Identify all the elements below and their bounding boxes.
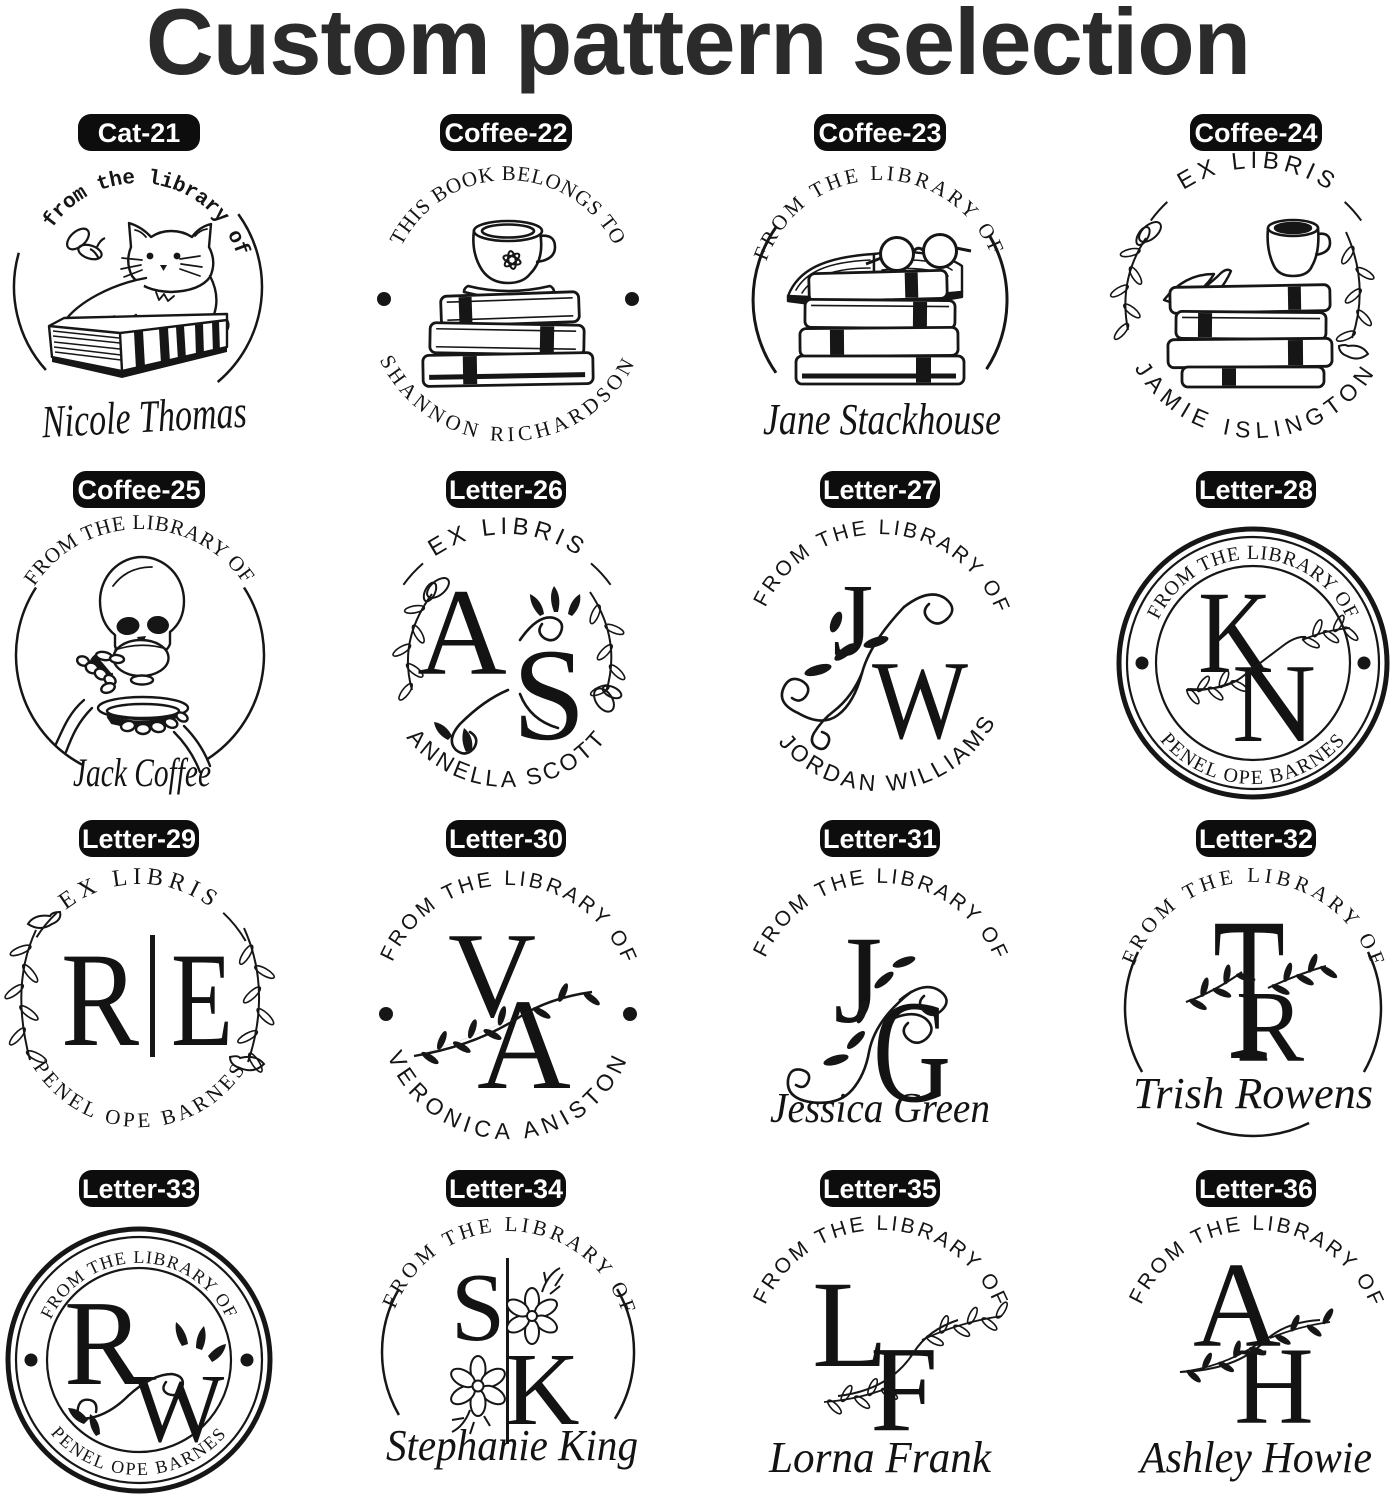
- svg-text:H: H: [1234, 1325, 1313, 1447]
- svg-text:Letter-28: Letter-28: [1199, 475, 1313, 505]
- svg-text:J: J: [834, 912, 883, 1050]
- svg-text:Letter-30: Letter-30: [449, 824, 563, 854]
- svg-text:Coffee-24: Coffee-24: [1194, 118, 1317, 148]
- svg-text:S: S: [451, 1254, 506, 1362]
- svg-text:R: R: [64, 1276, 145, 1411]
- svg-text:E: E: [171, 926, 233, 1075]
- svg-text:W: W: [872, 639, 968, 763]
- svg-text:Coffee-25: Coffee-25: [77, 475, 200, 505]
- svg-text:Jessica Green: Jessica Green: [770, 1086, 990, 1132]
- svg-text:Letter-26: Letter-26: [449, 475, 563, 505]
- svg-text:Letter-34: Letter-34: [449, 1174, 563, 1204]
- svg-text:Custom pattern selection: Custom pattern selection: [146, 0, 1250, 94]
- svg-text:W: W: [132, 1355, 225, 1463]
- svg-text:T: T: [1213, 876, 1285, 1103]
- svg-text:Letter-27: Letter-27: [823, 475, 937, 505]
- svg-text:Letter-36: Letter-36: [1199, 1174, 1313, 1204]
- svg-text:Letter-31: Letter-31: [823, 824, 937, 854]
- svg-text:Jack Coffee: Jack Coffee: [73, 750, 211, 795]
- svg-text:Coffee-23: Coffee-23: [818, 118, 941, 148]
- svg-text:Stephanie King: Stephanie King: [386, 1421, 638, 1470]
- svg-text:Ashley Howie: Ashley Howie: [1137, 1433, 1372, 1482]
- svg-text:Lorna Frank: Lorna Frank: [768, 1433, 992, 1482]
- svg-text:K: K: [1198, 567, 1272, 698]
- svg-text:Cat-21: Cat-21: [98, 118, 181, 148]
- svg-text:A: A: [477, 973, 571, 1117]
- svg-text:R: R: [1236, 971, 1304, 1084]
- svg-text:V: V: [448, 908, 536, 1043]
- svg-text:Trish Rowens: Trish Rowens: [1133, 1069, 1373, 1118]
- svg-text:K: K: [504, 1332, 579, 1447]
- svg-text:Letter-32: Letter-32: [1199, 824, 1313, 854]
- svg-text:A: A: [417, 564, 507, 701]
- svg-text:S: S: [512, 621, 585, 768]
- svg-text:Letter-29: Letter-29: [82, 824, 196, 854]
- svg-text:Jane Stackhouse: Jane Stackhouse: [763, 395, 1001, 444]
- svg-text:N: N: [1232, 642, 1316, 766]
- svg-text:Letter-33: Letter-33: [82, 1174, 196, 1204]
- svg-text:G: G: [873, 970, 951, 1133]
- svg-text:Letter-35: Letter-35: [823, 1174, 937, 1204]
- svg-text:Nicole Thomas: Nicole Thomas: [40, 386, 248, 448]
- svg-text:R: R: [61, 926, 139, 1075]
- svg-text:L: L: [812, 1256, 888, 1393]
- svg-text:Coffee-22: Coffee-22: [444, 118, 567, 148]
